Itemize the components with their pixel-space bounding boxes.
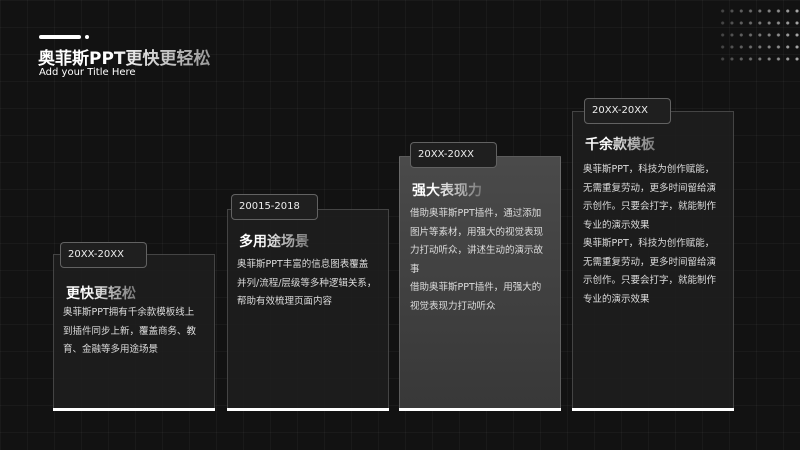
timeline-card-2 bbox=[227, 209, 389, 411]
body-line: 借助奥菲斯PPT插件，用强大的 bbox=[410, 282, 542, 293]
body-line: 无需重复劳动，更多时间留给演 bbox=[583, 256, 717, 268]
body-line: 帮助有效梳理页面内容 bbox=[237, 296, 333, 307]
card-base-bar bbox=[572, 408, 734, 411]
body-line: 奥菲斯PPT拥有千余款模板线上 bbox=[63, 307, 195, 318]
timeline-card-4 bbox=[572, 111, 734, 411]
card-base-bar bbox=[53, 408, 215, 411]
card-title: 强大表现力 bbox=[412, 180, 482, 200]
timeline-card-1 bbox=[53, 254, 215, 411]
card-body: 奥菲斯PPT，科技为创作赋能， 无需重复劳动，更多时间留给演示创作。只要会打字，就… bbox=[583, 161, 733, 309]
body-line: 事 bbox=[410, 263, 420, 275]
title-accent-dot bbox=[85, 35, 89, 39]
title-accent-line bbox=[39, 35, 81, 39]
body-line: 专业的演示效果 bbox=[583, 293, 650, 305]
card-title: 千余款模板 bbox=[585, 134, 655, 154]
card-body: 奥菲斯PPT拥有千余款模板线上到插件同步上新，覆盖商务、教育、金融等多用途场景 bbox=[63, 304, 213, 360]
date-badge: 20XX-20XX bbox=[60, 242, 147, 268]
card-title: 更快更轻松 bbox=[66, 283, 136, 303]
card-base-bar bbox=[227, 408, 389, 411]
body-line: 奥菲斯PPT，科技为创作赋能， bbox=[583, 164, 715, 175]
date-badge: 20015-2018 bbox=[231, 194, 318, 220]
body-line: 并列/流程/层级等多种逻辑关系， bbox=[237, 277, 377, 289]
body-line: 力打动听众，讲述生动的演示故 bbox=[410, 245, 544, 256]
dot-pattern-decoration bbox=[718, 5, 800, 65]
body-line: 示创作。只要会打字，就能制作 bbox=[583, 275, 717, 286]
body-line: 图片等素材，用强大的视觉表现 bbox=[410, 226, 544, 238]
card-base-bar bbox=[399, 408, 561, 411]
card-body: 借助奥菲斯PPT插件，通过添加图片等素材，用强大的视觉表现力打动听众，讲述生动的… bbox=[410, 205, 560, 316]
page-subtitle: Add your Title Here bbox=[39, 67, 136, 78]
body-line: 奥菲斯PPT，科技为创作赋能， bbox=[583, 238, 715, 249]
body-line: 育、金融等多用途场景 bbox=[63, 344, 159, 355]
body-line: 无需重复劳动，更多时间留给演 bbox=[583, 182, 717, 194]
body-line: 借助奥菲斯PPT插件，通过添加 bbox=[410, 208, 542, 219]
card-title: 多用途场景 bbox=[239, 231, 309, 251]
body-line: 视觉表现力打动听众 bbox=[410, 300, 496, 312]
body-line: 到插件同步上新，覆盖商务、教 bbox=[63, 325, 197, 337]
body-line: 示创作。只要会打字，就能制作 bbox=[583, 201, 717, 212]
date-badge: 20XX-20XX bbox=[584, 98, 671, 124]
body-line: 奥菲斯PPT丰富的信息图表覆盖 bbox=[237, 259, 369, 270]
page-title: 奥菲斯PPT更快更轻松 bbox=[38, 44, 211, 69]
timeline-card-3 bbox=[399, 156, 561, 411]
card-body: 奥菲斯PPT丰富的信息图表覆盖并列/流程/层级等多种逻辑关系， 帮助有效梳理页面内… bbox=[237, 256, 387, 312]
body-line: 专业的演示效果 bbox=[583, 219, 650, 231]
date-badge: 20XX-20XX bbox=[410, 142, 497, 168]
